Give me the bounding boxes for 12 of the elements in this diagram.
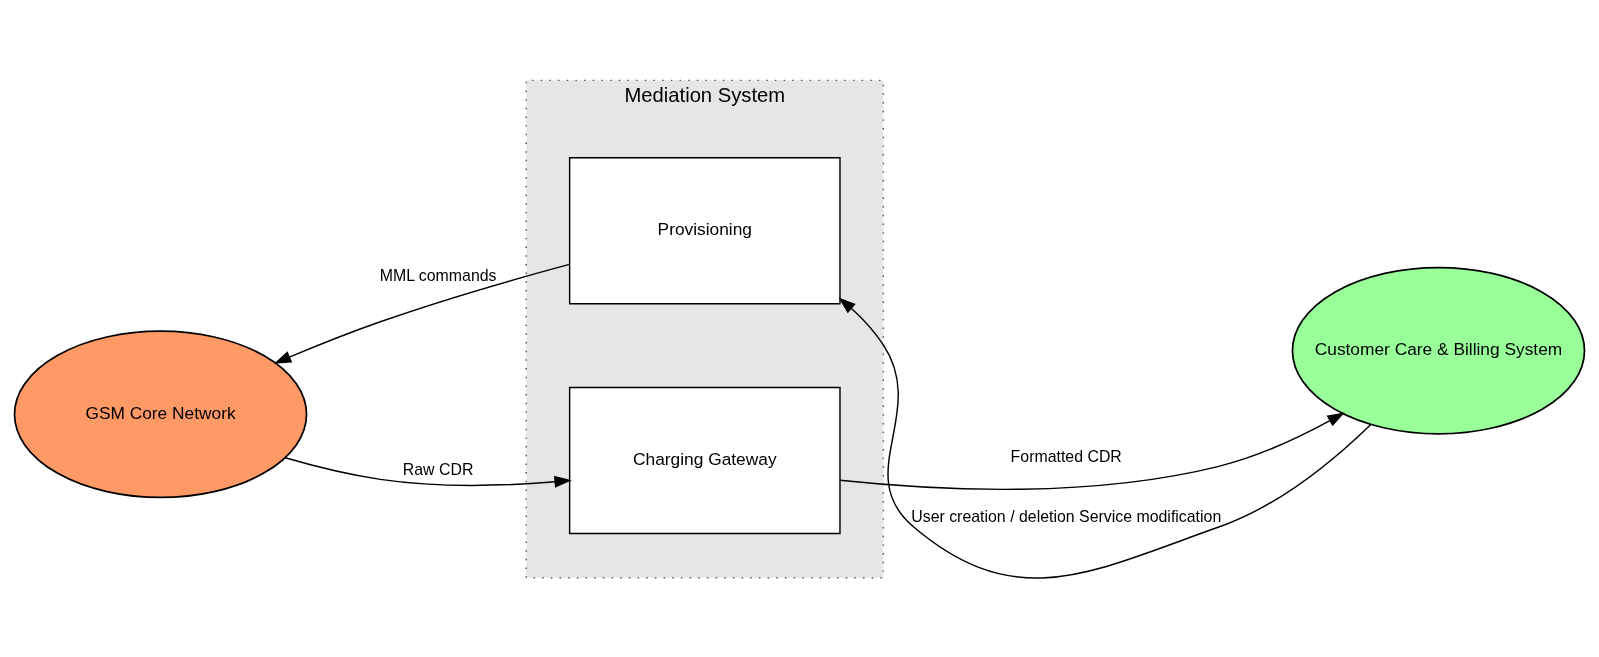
node-ellipse: GSM Core Network — [13, 329, 308, 498]
node-ellipse: Customer Care & Billing System — [1291, 266, 1586, 435]
arrow — [839, 411, 1345, 490]
edge-label: MML commands — [379, 266, 497, 284]
node-box: Provisioning — [568, 156, 841, 304]
arrow — [273, 263, 571, 364]
arrow — [284, 456, 572, 488]
edge-label: Formatted CDR — [1010, 447, 1122, 465]
arrow — [838, 296, 1372, 579]
node-box: Charging Gateway — [568, 386, 841, 534]
edge-label: User creation / deletion Service modification — [911, 507, 1222, 525]
edge-label: Raw CDR — [402, 460, 474, 478]
